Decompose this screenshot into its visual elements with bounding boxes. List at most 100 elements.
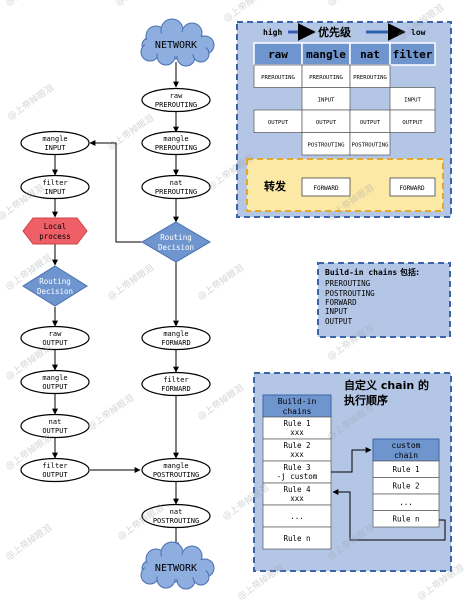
filter-output-node-table: filter: [42, 462, 67, 470]
table-cell-text: INPUT: [404, 98, 421, 104]
routing-decision-2-line2: Decision: [37, 287, 73, 296]
custom-rule-name: Rule n: [392, 515, 419, 524]
local-process-shape: [22, 217, 88, 245]
mangle-prerouting-node-chain: PREROUTING: [155, 144, 197, 152]
forward-cell-filter: [389, 177, 436, 197]
mangle-postrouting-node-table: mangle: [163, 462, 188, 470]
custom-chain-header-1: custom: [392, 441, 421, 450]
filter-input-node-shape: [20, 174, 90, 200]
arrow-routing-to-input: [89, 140, 142, 243]
watermark-text: @上帝掉眼泪: [195, 262, 246, 303]
builtin-rule-name: Rule 3: [283, 463, 310, 472]
watermark-text: @上帝掉眼泪: [221, 0, 272, 24]
raw-prerouting-node-table: raw: [170, 92, 183, 100]
routing-decision-2-shape: [22, 265, 88, 307]
builtin-panel-title: Build-in chains 包括:: [325, 267, 419, 277]
custom-rule-row: [372, 510, 440, 528]
mangle-prerouting-node-table: mangle: [163, 135, 188, 143]
mangle-output-node-table: mangle: [42, 374, 67, 382]
builtin-rule-detail: -j custom: [277, 472, 318, 481]
high-label: high: [263, 27, 282, 37]
mangle-output-node-chain: OUTPUT: [42, 383, 68, 391]
builtin-rule-name: ...: [290, 512, 304, 521]
jump-arrow: [331, 447, 372, 473]
low-label: low: [411, 28, 426, 37]
builtin-rule-detail: xxx: [290, 494, 304, 503]
filter-output-node-chain: OUTPUT: [42, 471, 68, 479]
table-cell-text: PREROUTING: [309, 75, 343, 81]
custom-panel-title-2: 执行顺序: [344, 393, 388, 407]
raw-prerouting-node-shape: [141, 87, 211, 113]
builtin-rule-name: Rule 1: [283, 419, 310, 428]
table-cell: [389, 109, 436, 133]
builtin-item: OUTPUT: [325, 317, 353, 326]
watermark-text: @上帝掉眼泪: [5, 82, 56, 123]
local-process-line1: Local: [44, 222, 67, 231]
table-header-2: nat: [360, 48, 380, 61]
nat-output-node-chain: OUTPUT: [42, 427, 68, 435]
custom-chain-header-2: chain: [394, 451, 418, 460]
builtin-rule-detail: xxx: [290, 428, 304, 437]
table-cell: [349, 64, 391, 88]
network-bottom-label: NETWORK: [155, 563, 197, 574]
table-cell-text: OUTPUT: [268, 120, 289, 126]
routing-decision-1-line2: Decision: [158, 243, 194, 252]
raw-prerouting-node-chain: PREROUTING: [155, 101, 197, 109]
network-top-label: NETWORK: [155, 40, 197, 51]
mangle-input-node-shape: [20, 130, 90, 156]
table-cell-text: INPUT: [318, 98, 335, 104]
nat-postrouting-node-chain: POSTROUTING: [153, 517, 199, 525]
mangle-output-node-shape: [20, 369, 90, 395]
raw-output-node-chain: OUTPUT: [42, 339, 68, 347]
filter-forward-node-chain: FORWARD: [161, 385, 191, 393]
filter-output-node-shape: [20, 457, 90, 483]
flow-arrows: [52, 62, 179, 549]
priority-label: 优先级: [318, 25, 352, 39]
builtin-rule-row: [262, 526, 332, 550]
watermark-text: @上帝掉眼泪: [3, 522, 54, 563]
table-cell-text: OUTPUT: [402, 120, 423, 126]
table-header-cell: [389, 42, 436, 66]
table-cell-text: PREROUTING: [261, 75, 295, 81]
forward-group-label: 转发: [264, 179, 287, 193]
table-cell-text: POSTROUTING: [307, 143, 345, 149]
filter-forward-node-table: filter: [163, 376, 188, 384]
nat-prerouting-node-chain: PREROUTING: [155, 188, 197, 196]
flow-nodes: rawPREROUTINGmanglePREROUTINGnatPREROUTI…: [20, 87, 211, 529]
mangle-forward-node-shape: [141, 325, 211, 351]
table-header-1: mangle: [306, 48, 346, 61]
builtin-chain-header-1: Build-in: [278, 397, 317, 406]
table-cell-text: OUTPUT: [360, 120, 381, 126]
raw-output-node-shape: [20, 325, 90, 351]
table-cell-text: OUTPUT: [316, 120, 337, 126]
forward-cell-mangle: [301, 177, 351, 197]
watermark-text: @上帝掉眼泪: [325, 0, 376, 8]
builtin-item: PREROUTING: [325, 279, 371, 288]
custom-rule-name: Rule 1: [392, 465, 419, 474]
builtin-rule-name: Rule n: [283, 534, 310, 543]
local-process-line2: process: [39, 232, 71, 241]
routing-decision-1-line1: Routing: [160, 233, 192, 242]
nat-postrouting-node-shape: [141, 503, 211, 529]
mangle-forward-node-table: mangle: [163, 330, 188, 338]
nat-prerouting-node-table: nat: [170, 179, 183, 187]
table-header-0: raw: [268, 48, 288, 61]
table-cell-text: POSTROUTING: [351, 143, 389, 149]
raw-output-node-table: raw: [49, 330, 62, 338]
custom-rule-name: Rule 2: [392, 482, 419, 491]
